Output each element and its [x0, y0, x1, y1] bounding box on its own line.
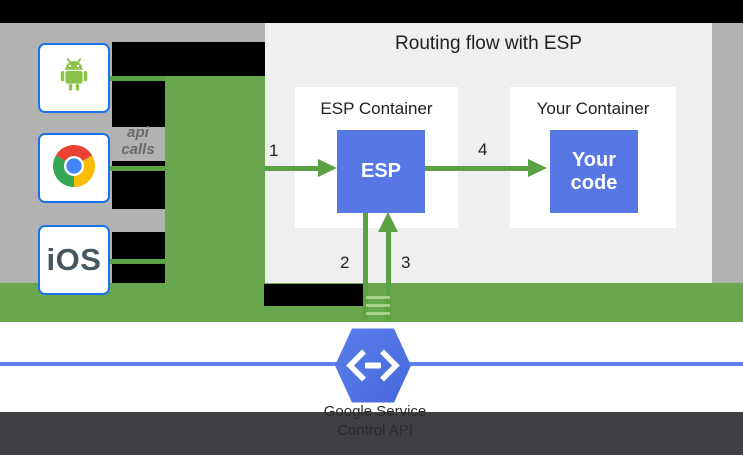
cloud-endpoints-hexagon-icon: [335, 328, 411, 408]
api-calls-label: api calls: [110, 124, 166, 158]
arrow-2-line: [363, 213, 368, 320]
band-dash: [366, 312, 390, 315]
arrow-3-head-icon: [378, 212, 398, 232]
your-container-title: Your Container: [536, 99, 650, 118]
android-robot-icon: [51, 53, 97, 104]
panel-title: Routing flow with ESP: [395, 33, 582, 54]
google-service-label-line1: Google Service: [323, 403, 427, 420]
chrome-connector-line: [108, 166, 166, 171]
ios-label: iOS: [46, 242, 102, 277]
band-dash: [366, 296, 390, 299]
api-calls-line1: api: [127, 124, 149, 141]
esp-box-label: ESP: [360, 160, 402, 182]
google-service-label: Google Service Control API: [285, 402, 465, 440]
chrome-client-box: [38, 133, 110, 203]
requests-green-band: [165, 76, 265, 322]
bottom-green-band: [0, 283, 743, 322]
right-gray-band: [712, 23, 743, 283]
arrow-1-line: [263, 166, 319, 171]
band-dash: [366, 304, 390, 307]
esp-box: ESP: [337, 130, 425, 213]
step-label-4: 4: [478, 140, 488, 159]
api-calls-line2: calls: [121, 141, 155, 158]
ios-client-box: iOS: [38, 225, 110, 295]
your-code-label: Your code: [570, 148, 618, 194]
arrow-4-line: [425, 166, 529, 171]
black-notch: [264, 284, 364, 306]
android-client-box: [38, 43, 110, 113]
chrome-browser-icon: [51, 143, 97, 194]
android-connector-line: [108, 76, 166, 81]
top-black-bar: [0, 0, 743, 23]
step-label-1: 1: [269, 141, 279, 160]
step-label-3: 3: [401, 253, 411, 272]
your-code-box: Your code: [550, 130, 638, 213]
google-service-label-line2: Control API: [337, 422, 413, 439]
ios-connector-line: [108, 259, 166, 264]
esp-container-title: ESP Container: [320, 99, 433, 118]
arrow-4-head-icon: [528, 159, 547, 177]
arrow-1-head-icon: [318, 159, 337, 177]
step-label-2: 2: [340, 253, 350, 272]
arrow-3-line: [386, 231, 391, 321]
bottom-dark-band: [0, 412, 743, 455]
gray-strip-top: [0, 23, 265, 42]
